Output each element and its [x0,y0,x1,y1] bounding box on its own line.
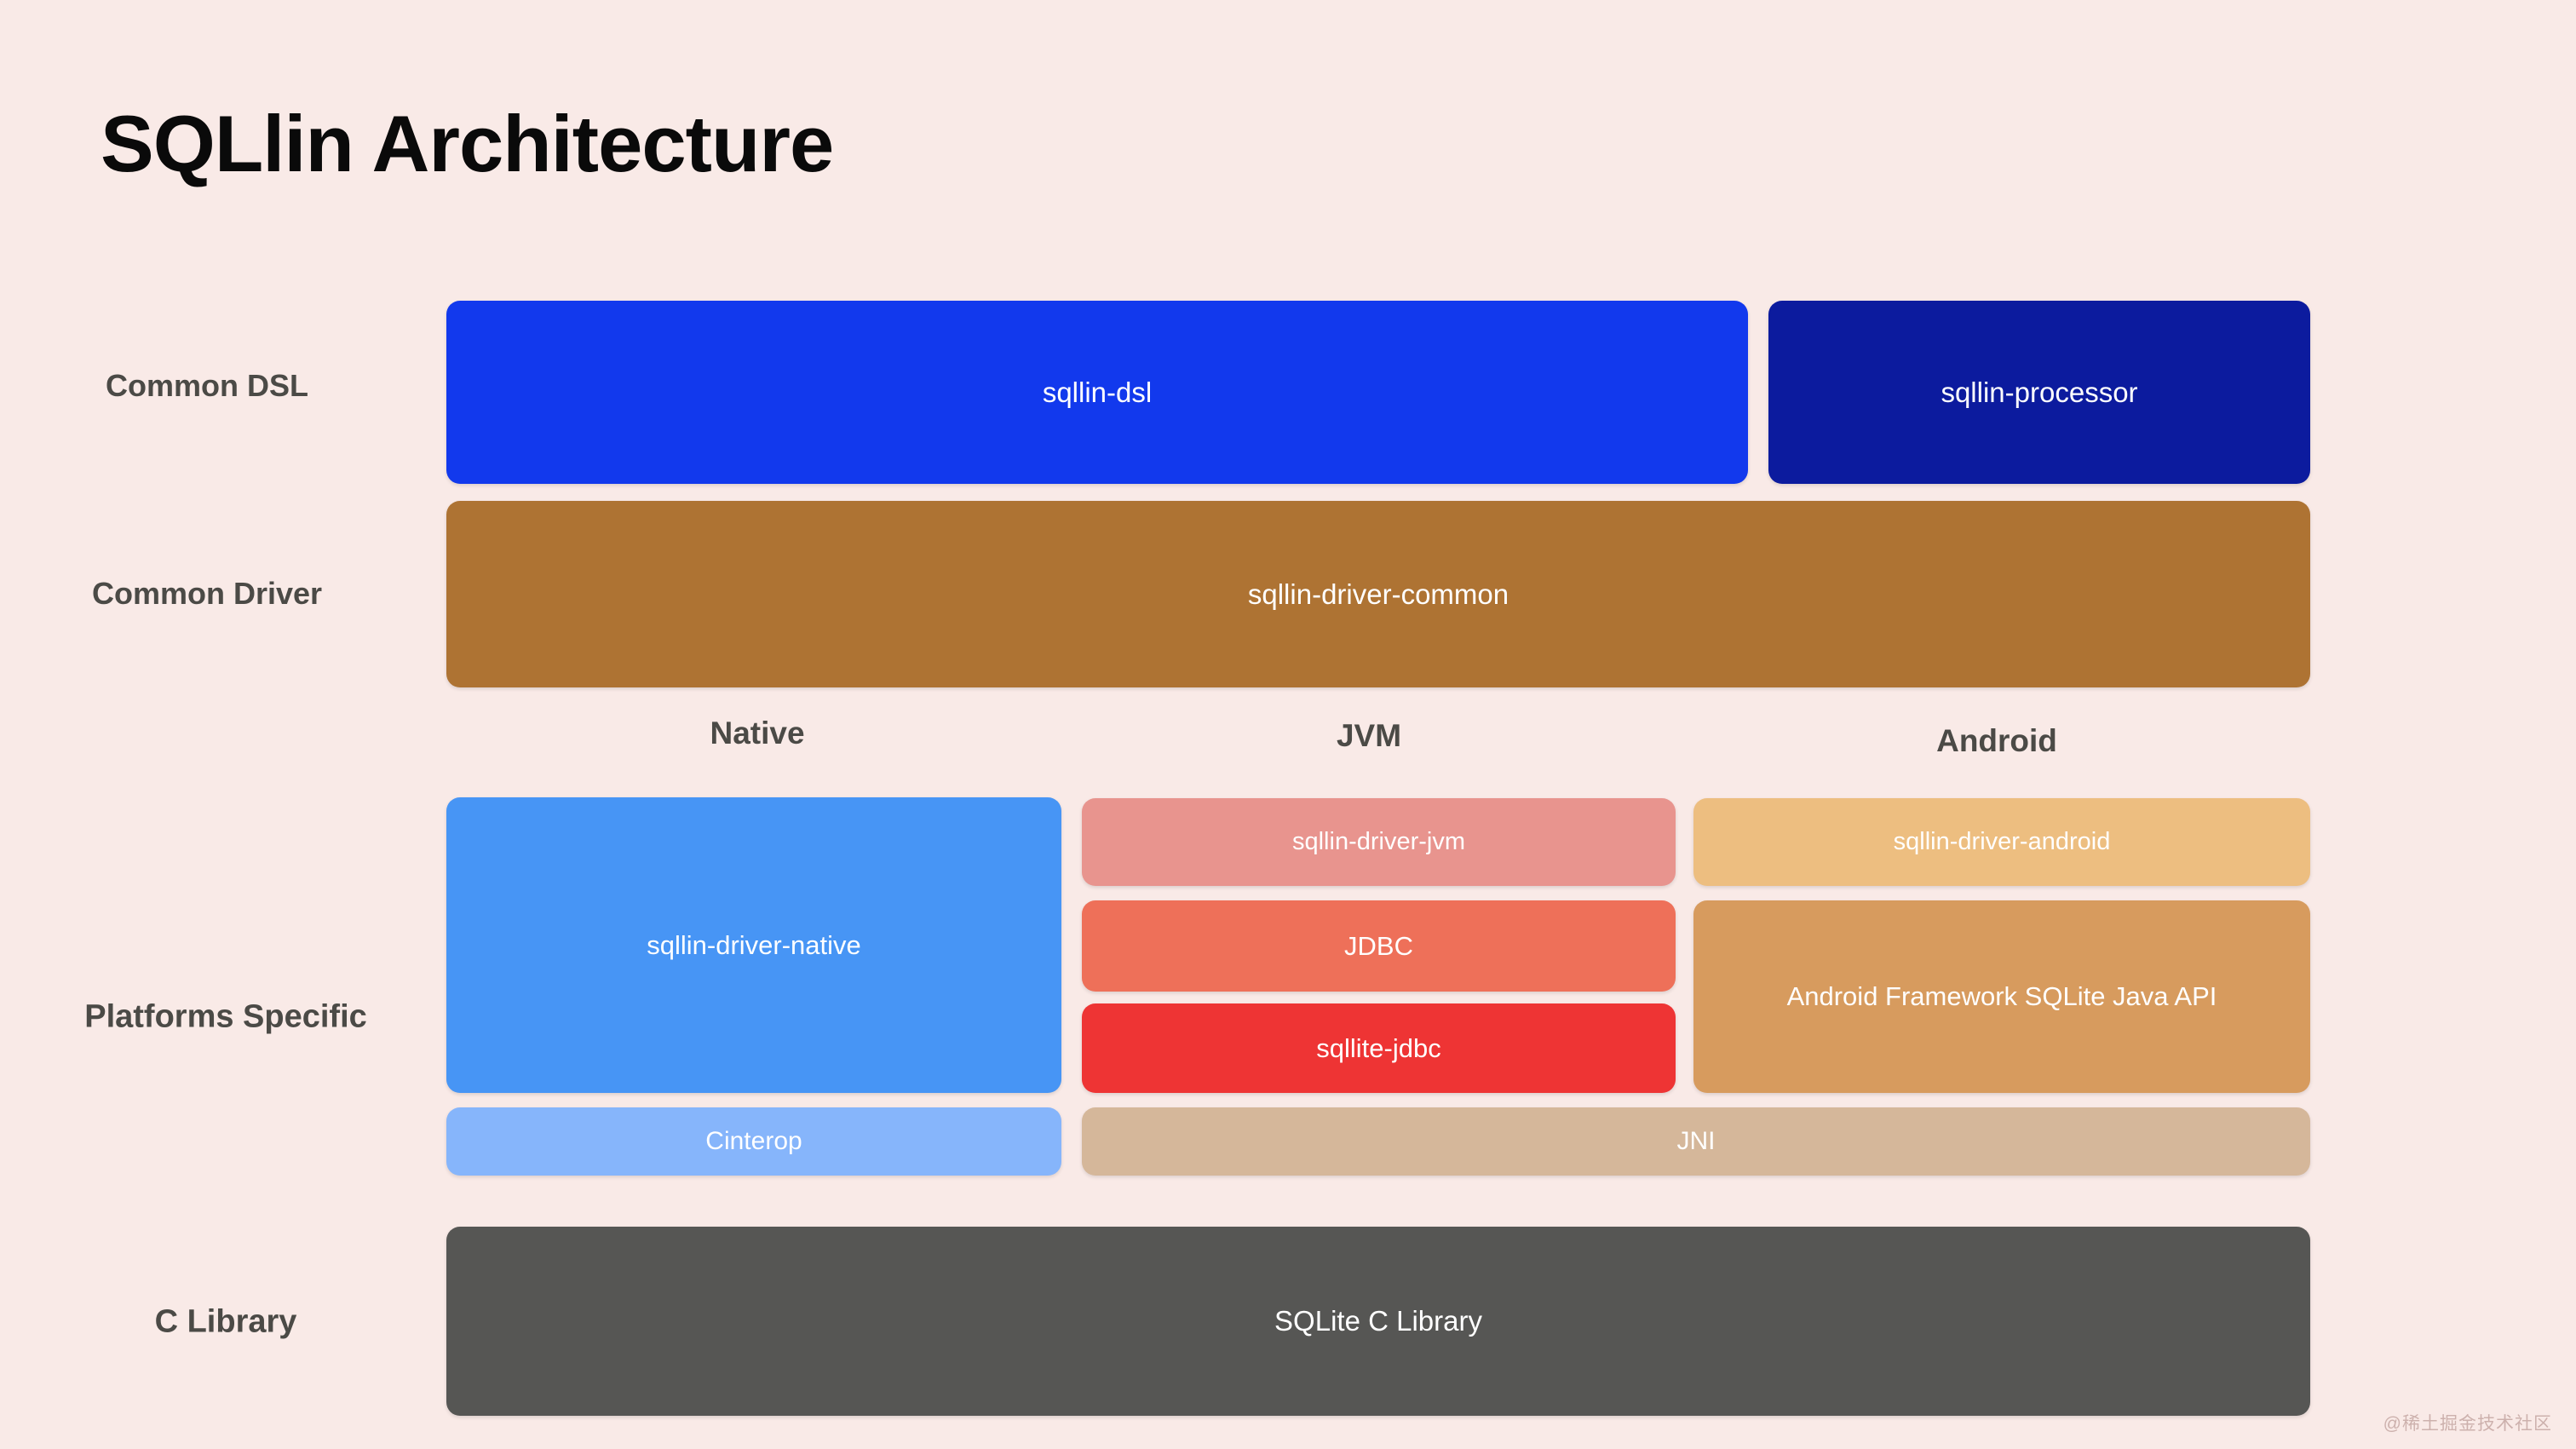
block-label-jdbc: JDBC [1344,930,1413,961]
page-title: SQLlin Architecture [101,99,834,188]
block-label-sqllite-jdbc: sqllite-jdbc [1316,1032,1441,1063]
block-label-sqllin-processor: sqllin-processor [1941,376,2138,408]
block-label-sqllin-driver-android: sqllin-driver-android [1893,828,2111,855]
block-sqllin-driver-android: sqllin-driver-android [1693,798,2310,886]
column-header-native: Native [710,716,805,750]
watermark: @稀土掘金技术社区 [2383,1414,2552,1434]
block-sqlite-c-library: SQLite C Library [446,1227,2310,1416]
row-label-c-library: C Library [154,1303,297,1340]
block-label-sqllin-dsl: sqllin-dsl [1042,376,1153,408]
row-label-common-dsl: Common DSL [106,368,308,403]
block-sqllin-driver-native: sqllin-driver-native [446,797,1061,1093]
block-sqllin-driver-common: sqllin-driver-common [446,501,2310,687]
block-cinterop: Cinterop [446,1107,1061,1176]
block-label-sqllin-driver-native: sqllin-driver-native [647,929,861,960]
block-sqllin-driver-jvm: sqllin-driver-jvm [1082,798,1676,886]
block-sqllite-jdbc: sqllite-jdbc [1082,1003,1676,1093]
block-label-sqlite-c-library: SQLite C Library [1274,1305,1482,1337]
block-label-sqllin-driver-jvm: sqllin-driver-jvm [1291,828,1465,855]
row-label-platforms-specific: Platforms Specific [84,998,367,1035]
block-label-cinterop: Cinterop [705,1127,802,1155]
column-header-android: Android [1936,723,2057,758]
block-label-jni: JNI [1676,1127,1716,1155]
block-label-android-framework-sqlite-java-api: Android Framework SQLite Java API [1786,981,2217,1011]
row-label-common-driver: Common Driver [91,576,323,611]
block-sqllin-processor: sqllin-processor [1768,301,2310,484]
block-jni: JNI [1082,1107,2310,1176]
block-label-sqllin-driver-common: sqllin-driver-common [1247,578,1509,610]
block-sqllin-dsl: sqllin-dsl [446,301,1748,484]
block-jdbc: JDBC [1082,900,1676,992]
block-android-framework-sqlite-java-api: Android Framework SQLite Java API [1693,900,2310,1093]
column-header-jvm: JVM [1336,718,1402,753]
